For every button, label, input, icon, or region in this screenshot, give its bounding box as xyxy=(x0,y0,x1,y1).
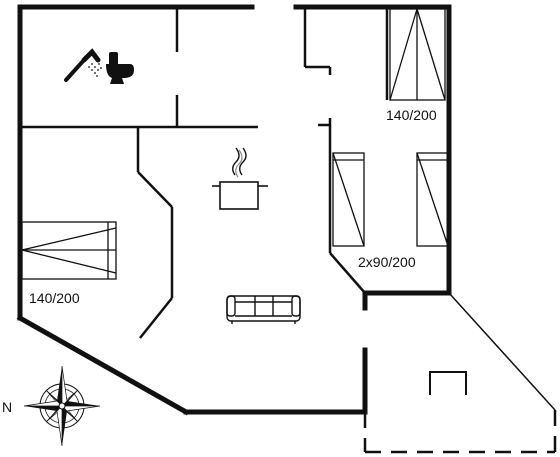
terrace-diagonal xyxy=(448,292,556,411)
interior-walls xyxy=(20,7,389,339)
sofa-icon xyxy=(226,295,301,324)
bed-icon xyxy=(332,152,365,247)
cooking-pot-icon xyxy=(212,147,268,210)
bed-icon xyxy=(21,221,117,280)
wall-left-bedroom-diag2 xyxy=(139,297,173,339)
compass-north-label: N xyxy=(2,399,12,415)
wall-diagonal-bottom-left xyxy=(16,314,190,416)
bed-icon xyxy=(416,152,449,247)
bed-left-label: 140/200 xyxy=(29,290,80,306)
shower-icon xyxy=(64,48,102,82)
wall-left-bedroom-diag1 xyxy=(137,171,173,208)
terrace xyxy=(363,410,557,454)
terrace-table-icon xyxy=(429,371,467,395)
toilet-icon xyxy=(106,52,134,84)
walls xyxy=(16,4,452,416)
compass-rose-icon xyxy=(23,365,101,447)
bed-top-right-label: 140/200 xyxy=(386,107,437,123)
bed-icon xyxy=(389,8,446,101)
wall-twin-bedroom-diag xyxy=(329,252,366,294)
beds-twin-label: 2x90/200 xyxy=(358,254,416,270)
